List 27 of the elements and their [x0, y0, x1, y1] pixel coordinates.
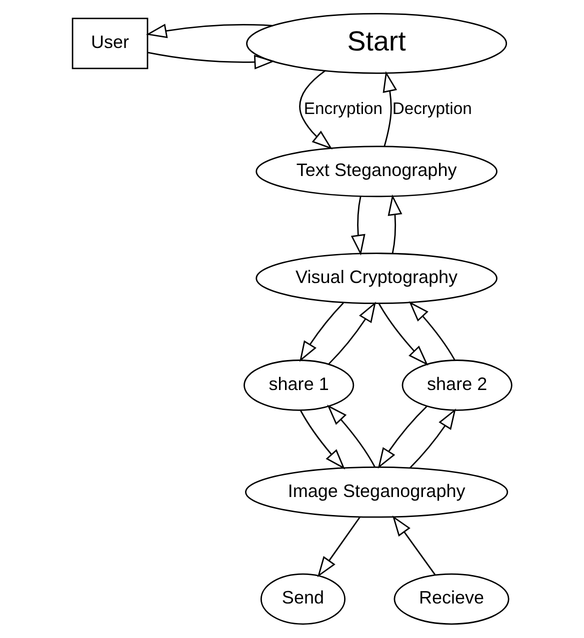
arrow: [148, 52, 276, 70]
node-ellipse: Image Steganography: [245, 466, 508, 518]
arrow: [299, 302, 344, 362]
arrow: [382, 71, 398, 146]
arrow: [378, 303, 428, 366]
node-box: User: [72, 18, 148, 70]
node-ellipse: Visual Cryptography: [256, 252, 498, 304]
arrow: [327, 404, 376, 468]
arrow: [392, 515, 436, 576]
node-ellipse: share 2: [402, 360, 512, 411]
node-ellipse: Text Steganography: [256, 146, 498, 198]
edge-label: Decryption: [392, 98, 472, 118]
arrow: [410, 408, 456, 468]
arrow: [378, 406, 428, 469]
arrow: [317, 516, 360, 578]
edge-label: Encryption: [304, 98, 383, 118]
arrow: [299, 70, 333, 150]
arrow: [300, 410, 346, 470]
arrow: [146, 24, 274, 38]
arrow: [388, 194, 402, 254]
node-ellipse: Start: [246, 13, 508, 74]
node-ellipse: Recieve: [394, 573, 510, 625]
arrow: [328, 302, 376, 364]
node-ellipse: Send: [260, 573, 346, 625]
node-ellipse: share 1: [244, 360, 354, 411]
arrow: [408, 301, 456, 360]
arrow: [350, 196, 366, 256]
